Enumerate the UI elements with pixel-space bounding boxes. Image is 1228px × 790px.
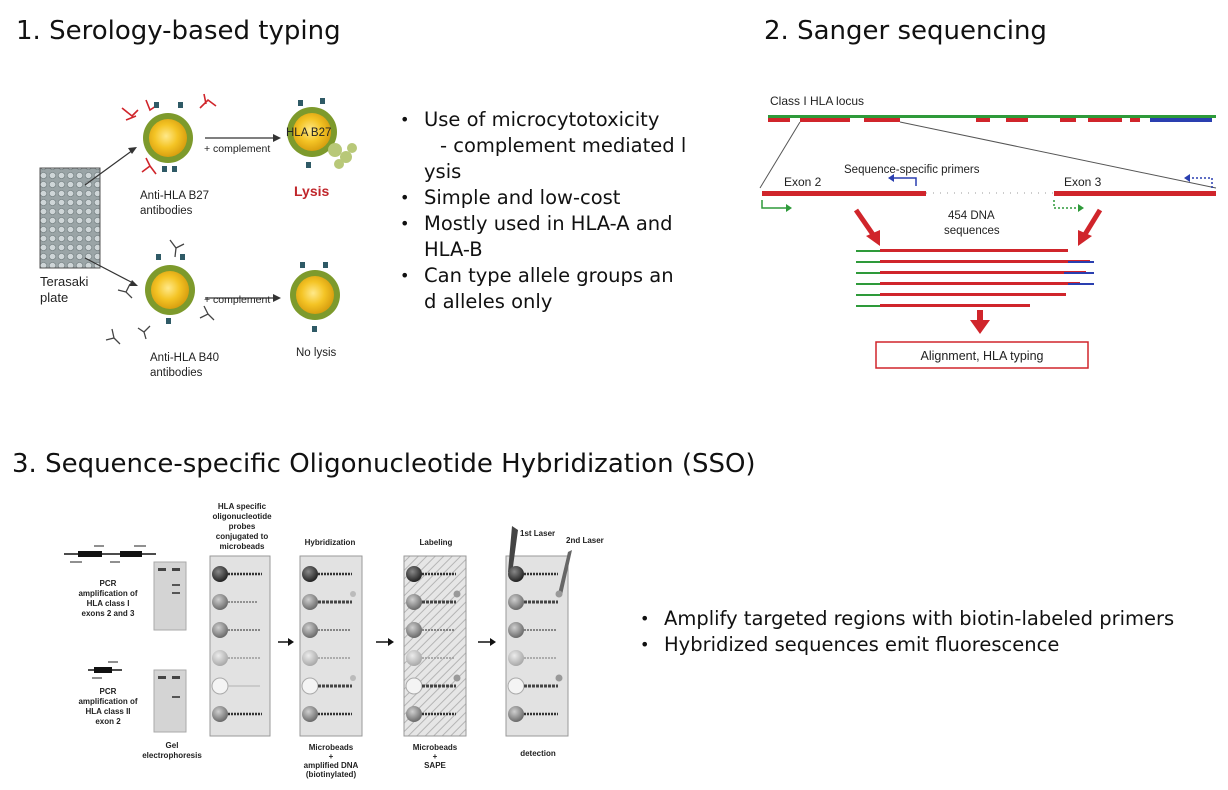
mb-sape-line2: + xyxy=(433,752,438,761)
dna-label-2: sequences xyxy=(944,225,1000,237)
pcr1-line3: HLA class I xyxy=(87,599,130,608)
pcr1-line2: amplification of xyxy=(78,589,137,598)
probes-line1: HLA specific xyxy=(218,502,267,511)
pcr-class1-diagram xyxy=(64,545,156,563)
bullet-s1-2: Simple and low-cost xyxy=(396,185,706,211)
mb-dna-line1: Microbeads xyxy=(309,743,354,752)
probes-line4: conjugated to xyxy=(216,532,269,541)
gel-1 xyxy=(153,561,187,631)
probes-line2: oligonucleotide xyxy=(212,512,272,521)
labeling-label: Labeling xyxy=(420,538,453,547)
serology-figure: Terasaki plate Anti-HLA B27 antibodies +… xyxy=(39,93,357,379)
bullet-s3-1: Amplify targeted regions with biotin-lab… xyxy=(636,606,1216,632)
anti-b40-label-2: antibodies xyxy=(150,367,203,379)
section1-title: 1. Serology-based typing xyxy=(16,16,341,46)
pcr2-line2: amplification of xyxy=(78,697,137,706)
bullet-s1-3b: HLA-B xyxy=(424,238,483,261)
lysis-label: Lysis xyxy=(294,183,329,199)
detection-panel xyxy=(505,555,569,737)
gel-label-1: Gel xyxy=(166,741,179,750)
gel-label-2: electrophoresis xyxy=(142,751,202,760)
complement-label-bottom: + complement xyxy=(204,294,270,306)
dna-label-1: 454 DNA xyxy=(948,210,995,222)
mb-dna-line3: amplified DNA xyxy=(304,761,359,770)
bullet-s1-4b: d alleles only xyxy=(424,290,553,313)
anti-b40-label-1: Anti-HLA B40 xyxy=(150,352,219,364)
probes-line5: microbeads xyxy=(220,542,265,551)
pcr2-line3: HLA class II xyxy=(85,707,130,716)
hybridization-panel xyxy=(299,555,363,737)
mb-sape-line1: Microbeads xyxy=(413,743,458,752)
sequence-reads xyxy=(856,249,1094,307)
sanger-figure: Class I HLA locus Exon 2 Exon 3 Sequence… xyxy=(759,94,1217,369)
primers-label: Sequence-specific primers xyxy=(844,164,980,176)
alignment-label: Alignment, HLA typing xyxy=(921,349,1044,363)
anti-b27-label-1: Anti-HLA B27 xyxy=(140,190,209,202)
pcr2-line4: exon 2 xyxy=(95,717,121,726)
bullet-s3-2: Hybridized sequences emit fluorescence xyxy=(636,632,1216,658)
plate-label-1: Terasaki xyxy=(40,274,89,289)
bullet-s1-1c: ysis xyxy=(424,160,462,183)
terasaki-plate xyxy=(39,167,101,269)
detection-label: detection xyxy=(520,749,556,758)
gel-2 xyxy=(153,669,187,733)
exon2-label: Exon 2 xyxy=(784,175,822,189)
laser2-label: 2nd Laser xyxy=(566,536,604,545)
bead-rows xyxy=(211,566,563,722)
cell-top-left xyxy=(121,93,217,175)
cell-lysis xyxy=(287,98,357,169)
pcr2-line1: PCR xyxy=(100,687,117,696)
labeling-panel xyxy=(403,555,467,737)
anti-b27-label-2: antibodies xyxy=(140,205,193,217)
bullet-s1-4: Can type allele groups an xyxy=(396,263,706,289)
probes-line3: probes xyxy=(229,522,256,531)
bullet-s1-1: Use of microcytotoxicity xyxy=(396,107,706,133)
pcr1-line4: exons 2 and 3 xyxy=(82,609,135,618)
no-lysis-label: No lysis xyxy=(296,347,337,359)
sso-figure: PCR amplification of HLA class I exons 2… xyxy=(64,502,604,779)
hybridization-label: Hybridization xyxy=(305,538,356,547)
mb-dna-line2: + xyxy=(329,752,334,761)
mb-sape-line3: SAPE xyxy=(424,761,446,770)
plate-label-2: plate xyxy=(40,290,68,305)
pcr-class2-diagram xyxy=(88,661,122,679)
section3-title: 3. Sequence-specific Oligonucleotide Hyb… xyxy=(12,449,756,479)
pcr1-line1: PCR xyxy=(100,579,117,588)
section3-bullets: Amplify targeted regions with biotin-lab… xyxy=(636,606,1216,658)
exon3-label: Exon 3 xyxy=(1064,175,1102,189)
laser1-label: 1st Laser xyxy=(520,529,555,538)
section2-title: 2. Sanger sequencing xyxy=(764,16,1047,46)
locus-label: Class I HLA locus xyxy=(770,94,864,108)
cell-no-lysis xyxy=(290,262,340,332)
bullet-s1-1b: - complement mediated l xyxy=(440,134,687,157)
mb-dna-line4: (biotinylated) xyxy=(306,770,357,779)
complement-label-top: + complement xyxy=(204,143,270,155)
alignment-box xyxy=(875,341,1089,369)
cell-bottom-left xyxy=(105,239,215,345)
bullet-s1-3: Mostly used in HLA-A and xyxy=(396,211,706,237)
section1-bullets: Use of microcytotoxicity - complement me… xyxy=(396,107,706,315)
hla-b27-label: HLA B27 xyxy=(286,127,331,139)
